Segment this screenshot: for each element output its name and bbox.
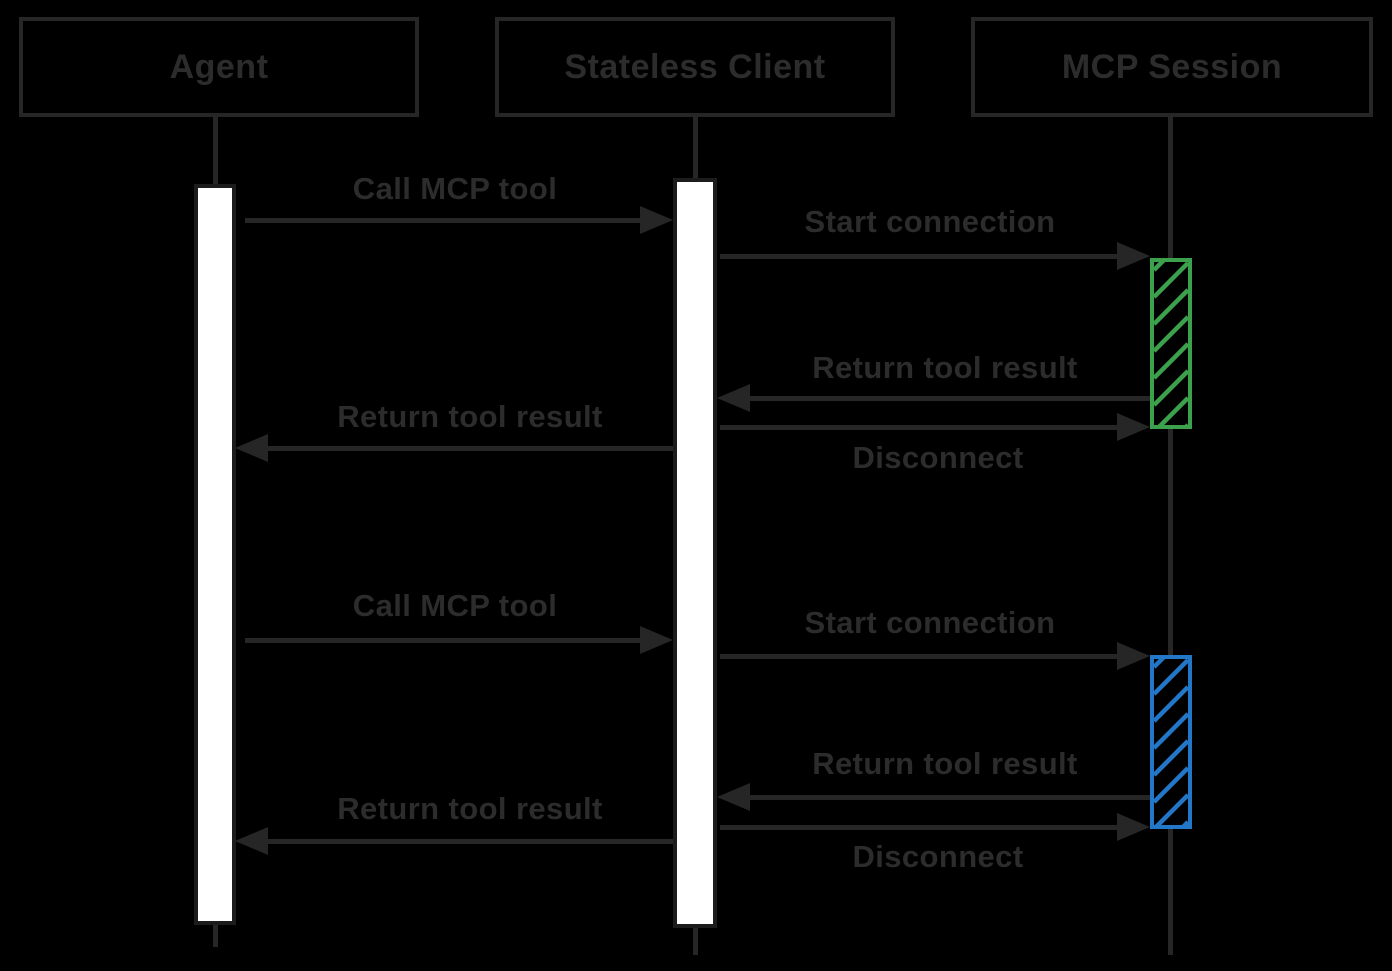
lifeline-client-tail <box>693 928 698 955</box>
lifeline-mcp-mid <box>1168 429 1173 655</box>
hatch-pattern-green <box>1154 262 1188 425</box>
arrowhead-right-icon <box>1117 813 1150 841</box>
actor-box-agent: Agent <box>19 17 419 117</box>
hatch-pattern-blue <box>1154 659 1188 825</box>
message-label: Return tool result <box>337 791 603 826</box>
arrow-start-connection-2 <box>720 654 1117 659</box>
lifeline-client <box>693 117 698 178</box>
arrow-call-mcp-tool-1 <box>245 218 641 223</box>
arrow-start-connection-1 <box>720 254 1117 259</box>
arrowhead-right-icon <box>1117 242 1150 270</box>
lifeline-mcp <box>1168 116 1173 258</box>
activation-bar-agent <box>194 184 236 925</box>
message-label: Start connection <box>804 204 1056 239</box>
arrowhead-right-icon <box>1117 642 1150 670</box>
message-label: Return tool result <box>337 399 603 434</box>
lifeline-agent-tail <box>213 925 218 947</box>
message-label: Call MCP tool <box>352 588 558 623</box>
arrow-disconnect-2 <box>720 825 1117 830</box>
arrow-return-tool-result-1 <box>750 396 1150 401</box>
activation-bar-client <box>673 178 717 928</box>
lifeline-mcp-bottom <box>1168 829 1173 955</box>
message-label: Disconnect <box>852 839 1024 874</box>
actor-box-stateless-client: Stateless Client <box>495 17 895 117</box>
message-label: Return tool result <box>812 746 1078 781</box>
arrowhead-left-icon <box>235 434 268 462</box>
actor-label-stateless-client: Stateless Client <box>564 47 826 86</box>
arrowhead-right-icon <box>640 626 673 654</box>
message-label: Start connection <box>804 605 1056 640</box>
message-label: Disconnect <box>852 440 1024 475</box>
session-bar-1 <box>1150 258 1192 429</box>
arrow-disconnect-1 <box>720 425 1117 430</box>
lifeline-agent <box>213 117 218 185</box>
session-bar-2 <box>1150 655 1192 829</box>
arrow-return-to-agent-1 <box>268 446 673 451</box>
message-label: Call MCP tool <box>352 171 558 206</box>
arrow-return-tool-result-2 <box>750 795 1150 800</box>
actor-label-agent: Agent <box>169 47 269 86</box>
arrowhead-left-icon <box>717 783 750 811</box>
arrowhead-left-icon <box>717 384 750 412</box>
arrowhead-right-icon <box>1117 413 1150 441</box>
arrowhead-right-icon <box>640 206 673 234</box>
actor-box-mcp-session: MCP Session <box>971 17 1373 117</box>
arrow-call-mcp-tool-2 <box>245 638 641 643</box>
arrowhead-left-icon <box>235 827 268 855</box>
actor-label-mcp-session: MCP Session <box>1061 47 1283 86</box>
arrow-return-to-agent-2 <box>268 839 673 844</box>
message-label: Return tool result <box>812 350 1078 385</box>
